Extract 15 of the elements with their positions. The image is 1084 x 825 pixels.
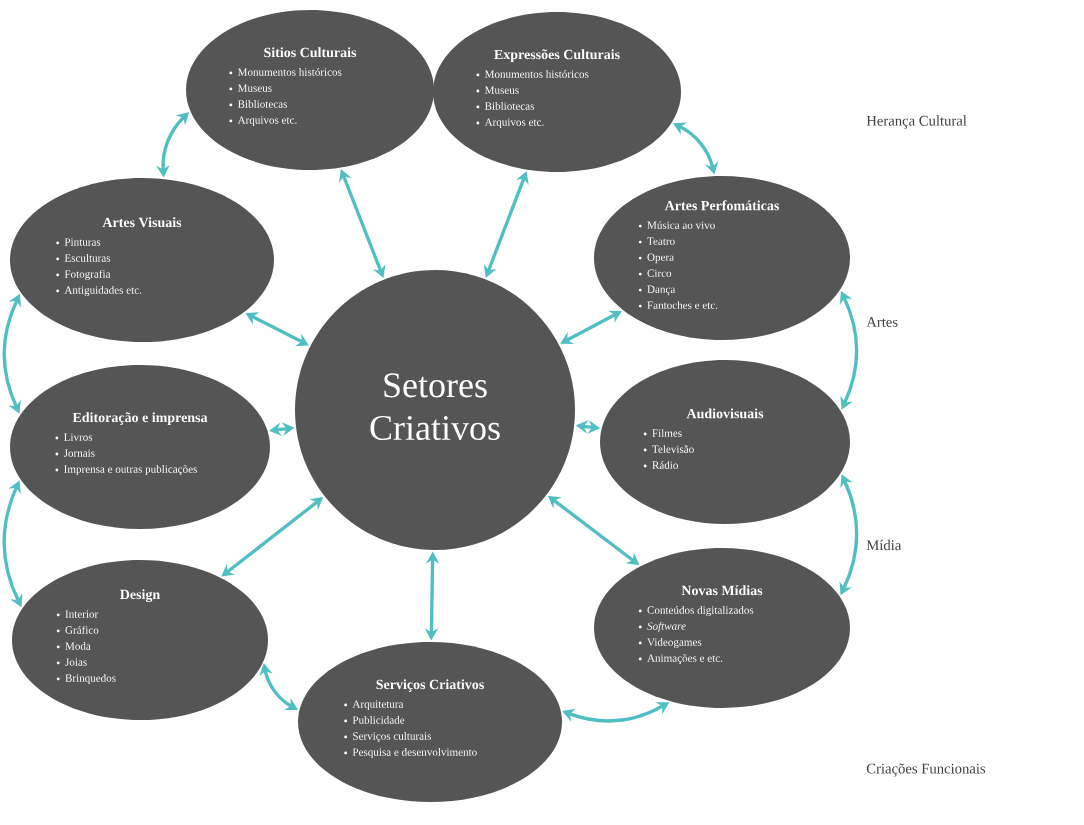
ellipse-node: Setores Criativos bbox=[295, 270, 575, 550]
ellipse-node: Sitios Culturais Monumentos históricos Museus Bibliotecas Arquivos etc. bbox=[186, 10, 434, 170]
ellipse-node: Editoração e imprensa Livros Jornais Imprensa e outras publicações bbox=[10, 365, 270, 529]
ellipse-node: Expressões Culturais Monumentos históricos Museus Bibliotecas Arquivos etc. bbox=[433, 12, 681, 172]
side-label: Artes bbox=[866, 317, 898, 327]
ellipse-node: Artes Visuais Pinturas Esculturas Fotografia Antiguidades etc. bbox=[10, 178, 274, 342]
side-label: Herança Cultural bbox=[866, 115, 967, 129]
side-label: Mídia bbox=[866, 539, 902, 551]
side-label: Criações Funcionais bbox=[866, 763, 986, 777]
ellipse-node: Novas Mídias Conteúdos digitalizados Software Videogames Animações e etc. bbox=[594, 548, 850, 708]
ellipse-node: Audiovisuais Filmes Televisão Rádio bbox=[600, 360, 850, 524]
ellipse-node: Artes Perfomáticas Música ao vivo Teatro Opera Circo Dança Fantoches e etc. bbox=[594, 176, 850, 340]
double-arrow bbox=[560, 310, 622, 345]
ellipse-node: Design Interior Gráfico Moda Joias Brinquedos bbox=[12, 560, 268, 720]
ellipse-node: Serviços Criativos Arquitetura Publicidade Serviços culturais Pesquisa e desenvolvimento bbox=[298, 642, 562, 802]
